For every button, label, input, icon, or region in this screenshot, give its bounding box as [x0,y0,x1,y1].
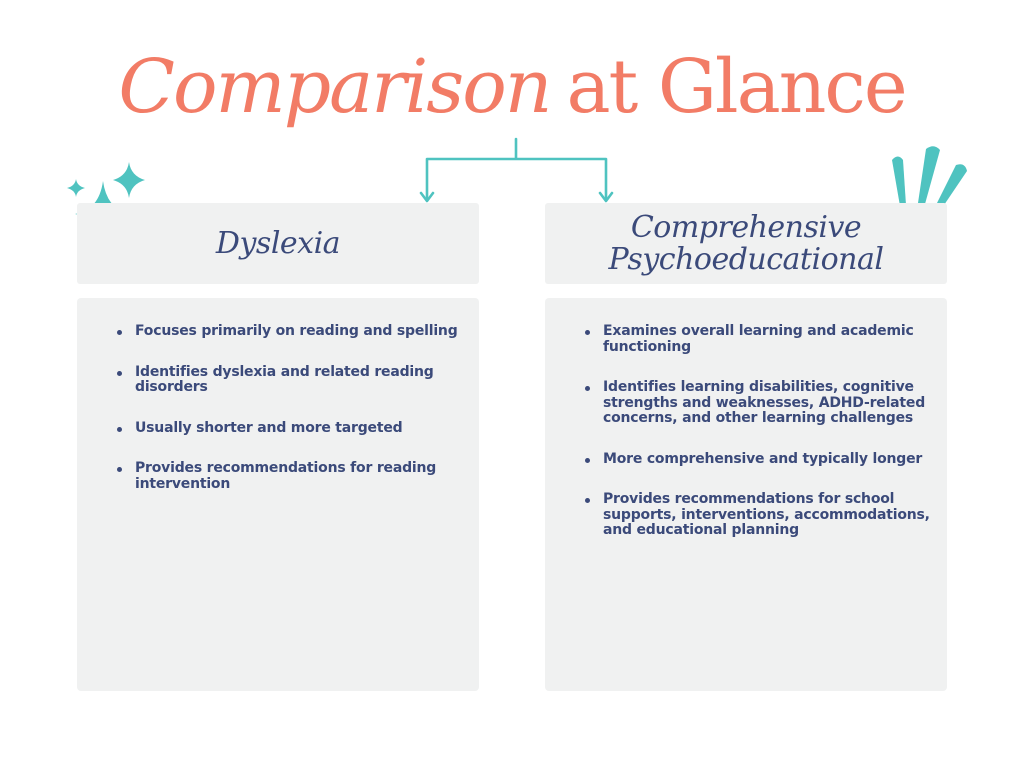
branching-arrow [419,137,614,203]
list-item: Usually shorter and more targeted [117,420,469,437]
title-regular-part: at Glance [566,44,907,130]
psychoeducational-bullet-list: Examines overall learning and academic f… [585,323,937,564]
arrow-branches [425,157,608,201]
dyslexia-heading-text: Dyslexia [215,225,341,261]
list-item: More comprehensive and typically longer [585,451,937,468]
list-item: Identifies dyslexia and related reading … [117,364,469,396]
dyslexia-content-panel: Focuses primarily on reading and spellin… [77,298,479,691]
psychoeducational-heading: Comprehensive Psychoeducational [608,209,884,277]
exclamation-left-stroke [892,156,906,208]
sparkle-medium [113,162,145,198]
sparkle-small [67,179,85,197]
list-item: Examines overall learning and academic f… [585,323,937,355]
list-item: Provides recommendations for reading int… [117,460,469,492]
dyslexia-heading: Dyslexia [215,225,341,261]
list-item: Provides recommendations for school supp… [585,491,937,539]
psychoeducational-header-panel: Comprehensive Psychoeducational [545,203,947,284]
exclamation-middle-stroke [918,146,940,206]
dyslexia-bullet-list: Focuses primarily on reading and spellin… [117,323,469,517]
arrow-head-left [419,191,435,203]
dyslexia-header-panel: Dyslexia [77,203,479,284]
list-item: Identifies learning disabilities, cognit… [585,379,937,427]
arrow-head-right [598,191,614,203]
list-item: Focuses primarily on reading and spellin… [117,323,469,340]
psychoeducational-heading-line1: Comprehensive [630,209,862,245]
psychoeducational-heading-line2: Psychoeducational [608,241,884,277]
psychoeducational-content-panel: Examines overall learning and academic f… [545,298,947,691]
title-italic-part: Comparison [118,44,552,130]
